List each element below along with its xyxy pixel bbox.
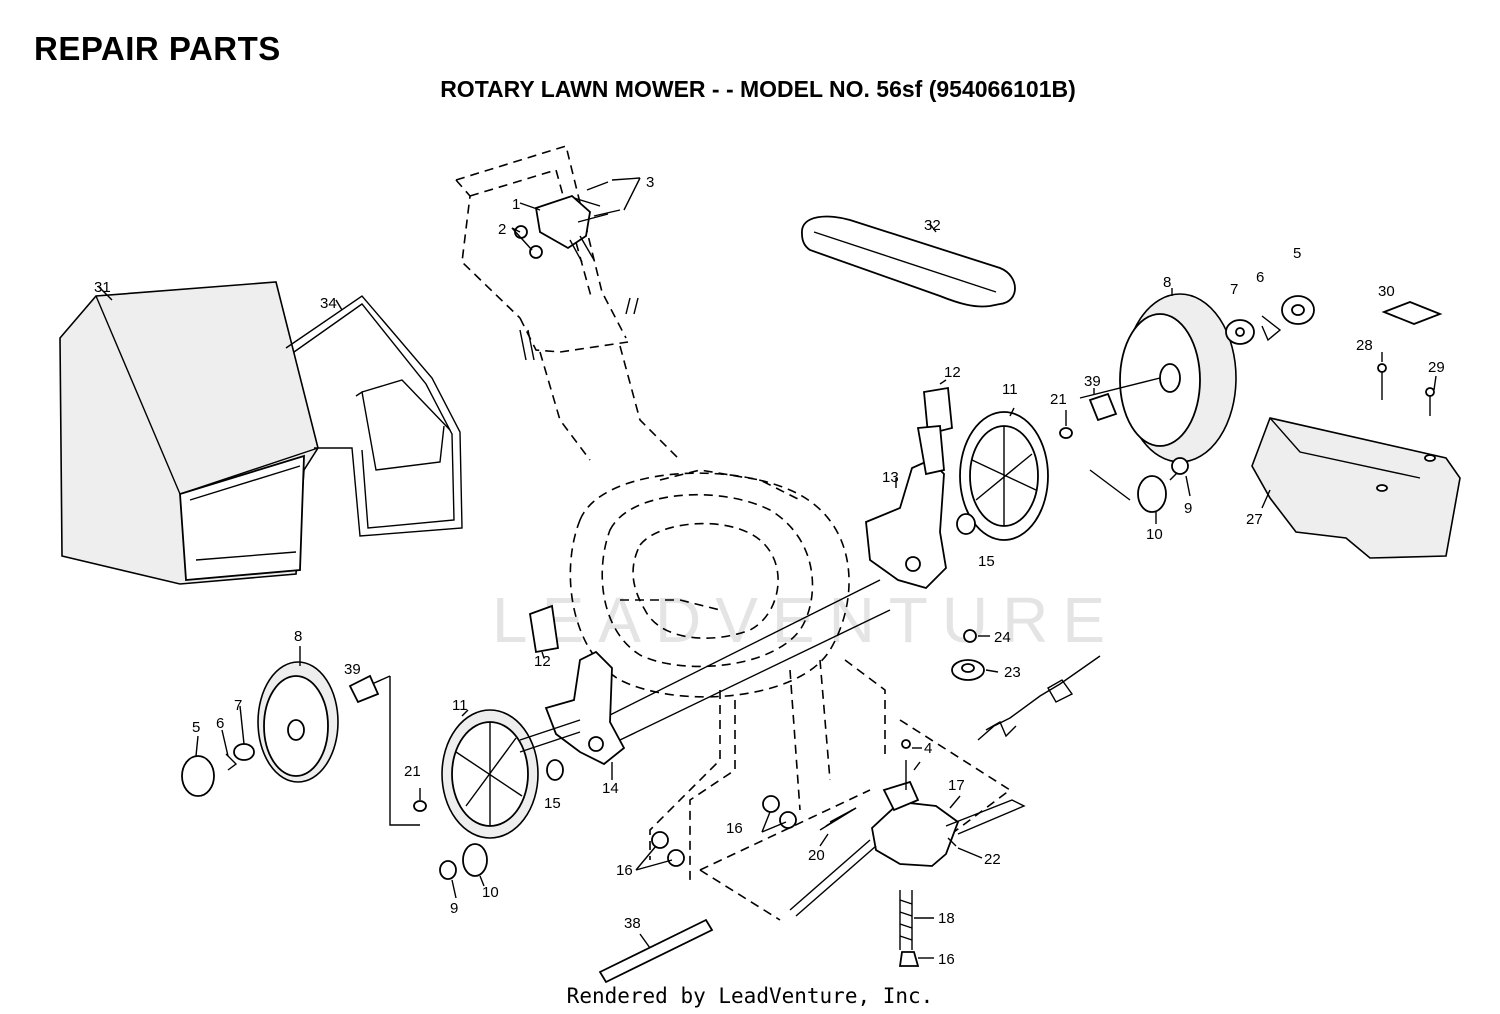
callout-9-left: 9 — [450, 900, 458, 917]
callout-leaders — [635, 747, 983, 959]
callout-14: 14 — [602, 780, 619, 797]
callout-13: 13 — [882, 469, 899, 486]
callout-18: 18 — [938, 910, 955, 927]
handle-bracket-assembly — [511, 177, 641, 361]
transmission-assembly — [651, 655, 1101, 967]
right-gear-assembly — [1137, 457, 1191, 524]
callout-29: 29 — [1428, 359, 1445, 376]
right-wheel-assembly — [1079, 288, 1315, 463]
pulley-assembly — [951, 629, 999, 681]
callout-7-right: 7 — [1230, 281, 1238, 298]
callout-39-right: 39 — [1084, 373, 1101, 390]
callout-5-left: 5 — [192, 719, 200, 736]
callout-16-left: 16 — [616, 862, 633, 879]
callout-38: 38 — [624, 915, 641, 932]
callout-10-right: 10 — [1146, 526, 1163, 543]
callout-11-right: 11 — [1002, 381, 1018, 398]
callout-4: 4 — [924, 740, 932, 757]
left-gear-assembly — [439, 843, 488, 899]
callout-21-right: 21 — [1050, 391, 1067, 408]
callout-22: 22 — [984, 851, 1001, 868]
page-title: REPAIR PARTS — [34, 30, 281, 67]
callout-12-left: 12 — [534, 653, 551, 670]
axle-rod — [598, 918, 714, 984]
callout-labels: 1 2 3 32 31 34 5 6 7 8 30 28 29 12 11 21… — [94, 174, 1445, 968]
callout-1: 1 — [512, 196, 520, 213]
left-wheel-assembly — [181, 646, 339, 797]
left-rear-bracket-assembly — [413, 604, 626, 839]
callout-17: 17 — [948, 777, 965, 794]
callout-28: 28 — [1356, 337, 1373, 354]
leader-lines — [371, 469, 1181, 921]
rear-skirt-assembly — [1251, 301, 1461, 559]
callout-2: 2 — [498, 221, 506, 238]
callout-15-right: 15 — [978, 553, 995, 570]
callout-6-right: 6 — [1256, 269, 1264, 286]
callout-20: 20 — [808, 847, 825, 864]
callout-12-right: 12 — [944, 364, 961, 381]
model-subtitle: ROTARY LAWN MOWER - - MODEL NO. 56sf (95… — [440, 76, 1076, 102]
callout-16-bottom: 16 — [938, 951, 955, 968]
callout-5-right: 5 — [1293, 245, 1301, 262]
right-bushing-and-washer — [1059, 388, 1118, 439]
callout-3: 3 — [646, 174, 654, 191]
right-rear-bracket-assembly — [865, 379, 1049, 590]
callout-6-left: 6 — [216, 715, 224, 732]
callout-7-left: 7 — [234, 697, 242, 714]
callout-8-right: 8 — [1163, 274, 1171, 291]
callout-24: 24 — [994, 629, 1011, 646]
left-bushing — [348, 674, 380, 704]
drive-belt — [801, 215, 1016, 308]
mower-deck-outline — [569, 469, 850, 698]
callout-27: 27 — [1246, 511, 1263, 528]
callout-30: 30 — [1378, 283, 1395, 300]
callout-23: 23 — [1004, 664, 1021, 681]
callout-34: 34 — [320, 295, 337, 312]
render-credit: Rendered by LeadVenture, Inc. — [566, 984, 934, 1008]
callout-32: 32 — [924, 217, 941, 234]
callout-11-left: 11 — [452, 697, 468, 714]
callout-15-left: 15 — [544, 795, 561, 812]
bag-frame — [285, 295, 463, 537]
callout-9-right: 9 — [1184, 500, 1192, 517]
watermark-text: LEADVENTURE — [492, 584, 1119, 656]
grass-bag — [59, 281, 319, 585]
callout-21-left: 21 — [404, 763, 421, 780]
callout-16-center: 16 — [726, 820, 743, 837]
callout-39-left: 39 — [344, 661, 361, 678]
callout-10-left: 10 — [482, 884, 499, 901]
callout-31: 31 — [94, 279, 111, 296]
handle-outline — [455, 144, 681, 461]
callout-8-left: 8 — [294, 628, 302, 645]
